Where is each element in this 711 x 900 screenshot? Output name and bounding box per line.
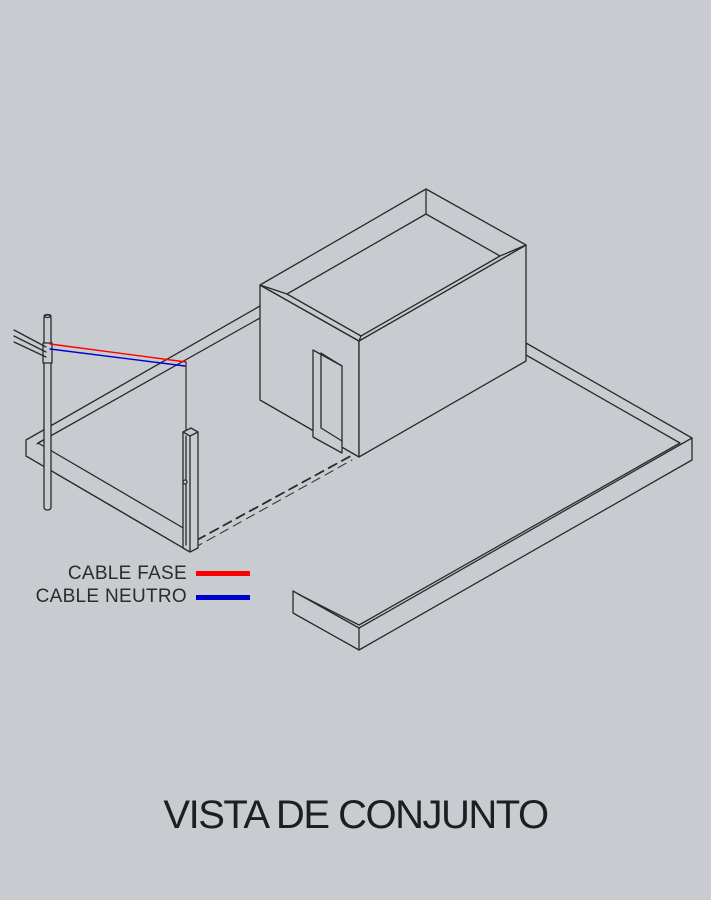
service-cables — [49, 343, 187, 431]
diagram-title: VISTA DE CONJUNTO — [163, 793, 549, 837]
legend-cable-neutro-swatch — [196, 595, 250, 600]
meter-pillar — [182, 427, 199, 553]
perimeter-wall-left — [25, 305, 261, 550]
legend-cable-fase-label: CABLE FASE — [67, 563, 187, 584]
utility-pole — [13, 313, 53, 511]
legend-cable-fase-swatch — [196, 571, 250, 576]
house — [259, 188, 527, 458]
legend-cable-neutro-label: CABLE NEUTRO — [35, 586, 187, 607]
underground-connection — [193, 451, 359, 549]
perimeter-wall-right — [292, 342, 693, 651]
